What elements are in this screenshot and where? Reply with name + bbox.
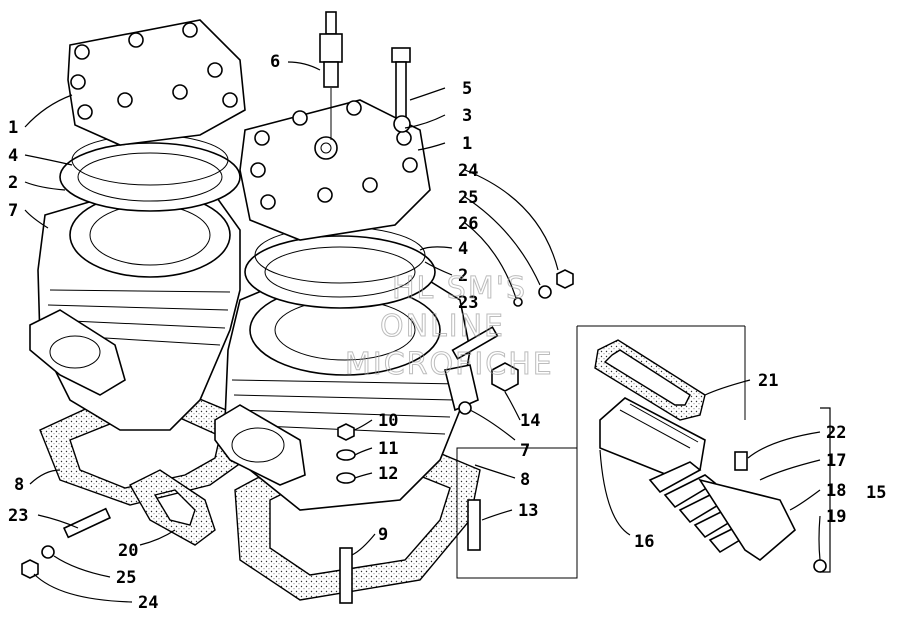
callout-23-left: 23 — [8, 506, 28, 526]
left-head-bolts — [70, 22, 238, 120]
callout-6: 6 — [270, 52, 280, 72]
left-exhaust-port — [29, 309, 126, 396]
nut-14 — [491, 362, 519, 392]
callout-25-right: 25 — [458, 188, 478, 208]
intake-boss — [444, 364, 479, 412]
stud-9 — [339, 547, 353, 604]
watermark-line-1: HL SM'S — [392, 271, 527, 306]
callout-10: 10 — [378, 411, 398, 431]
callout-11: 11 — [378, 439, 398, 459]
stud-23-right — [451, 326, 499, 360]
callout-24-left: 24 — [138, 593, 158, 613]
callout-4-right: 4 — [458, 239, 468, 259]
callout-1-left: 1 — [8, 118, 18, 138]
callout-labels: 1 4 2 7 6 5 3 1 24 25 26 4 2 23 21 14 10… — [8, 52, 886, 613]
right-cylinder-head — [239, 99, 431, 241]
callout-8-right: 8 — [520, 470, 530, 490]
left-head-gasket — [59, 142, 241, 212]
callout-5: 5 — [462, 79, 472, 99]
callout-16: 16 — [634, 532, 654, 552]
callout-7-left: 7 — [8, 201, 18, 221]
head-bolt — [391, 47, 411, 123]
right-exhaust-port — [214, 404, 306, 486]
callout-3: 3 — [462, 106, 472, 126]
callout-2-right: 2 — [458, 266, 468, 286]
callout-13: 13 — [518, 501, 538, 521]
callout-12: 12 — [378, 464, 398, 484]
washer-26 — [513, 297, 523, 307]
leader-lines — [24, 61, 821, 603]
screw-19 — [813, 559, 827, 573]
callout-15: 15 — [866, 483, 886, 503]
callout-18: 18 — [826, 481, 846, 501]
stud-group-box — [456, 447, 578, 579]
callout-21: 21 — [758, 371, 778, 391]
reed-gasket — [594, 339, 706, 421]
watermark: HL SM'S ONLINE MICROFICHE — [345, 271, 554, 383]
exhaust-gasket — [129, 469, 216, 546]
callout-24-right: 24 — [458, 161, 478, 181]
callout-19: 19 — [826, 507, 846, 527]
callout-9: 9 — [378, 525, 388, 545]
washer-12 — [336, 472, 356, 484]
callout-22: 22 — [826, 423, 846, 443]
callout-25-left: 25 — [116, 568, 136, 588]
washer-11 — [336, 449, 356, 461]
callout-2-left: 2 — [8, 173, 18, 193]
stud-13 — [467, 499, 481, 551]
callout-1-right: 1 — [462, 134, 472, 154]
washer-25-left — [41, 545, 55, 559]
stud-23-left — [62, 507, 112, 539]
watermark-line-2: ONLINE — [380, 309, 505, 344]
callout-8-left: 8 — [14, 475, 24, 495]
watermark-line-3: MICROFICHE — [345, 347, 554, 382]
left-cylinder-head — [67, 19, 246, 146]
callout-14: 14 — [520, 411, 540, 431]
head-washer — [393, 115, 411, 133]
nut-10 — [337, 423, 355, 441]
callout-23-right: 23 — [458, 293, 478, 313]
reed-stopper — [698, 478, 796, 562]
right-head-gasket — [244, 235, 436, 309]
callout-26: 26 — [458, 214, 478, 234]
washer-25-right — [538, 285, 552, 299]
spark-plug — [319, 11, 343, 140]
callout-17: 17 — [826, 451, 846, 471]
callout-20: 20 — [118, 541, 138, 561]
callout-7-right: 7 — [520, 441, 530, 461]
callout-4-left: 4 — [8, 146, 18, 166]
nut-24-right — [556, 269, 574, 289]
nut-24-left — [21, 559, 39, 579]
screw-22 — [734, 451, 748, 471]
right-head-bolts — [250, 100, 418, 210]
